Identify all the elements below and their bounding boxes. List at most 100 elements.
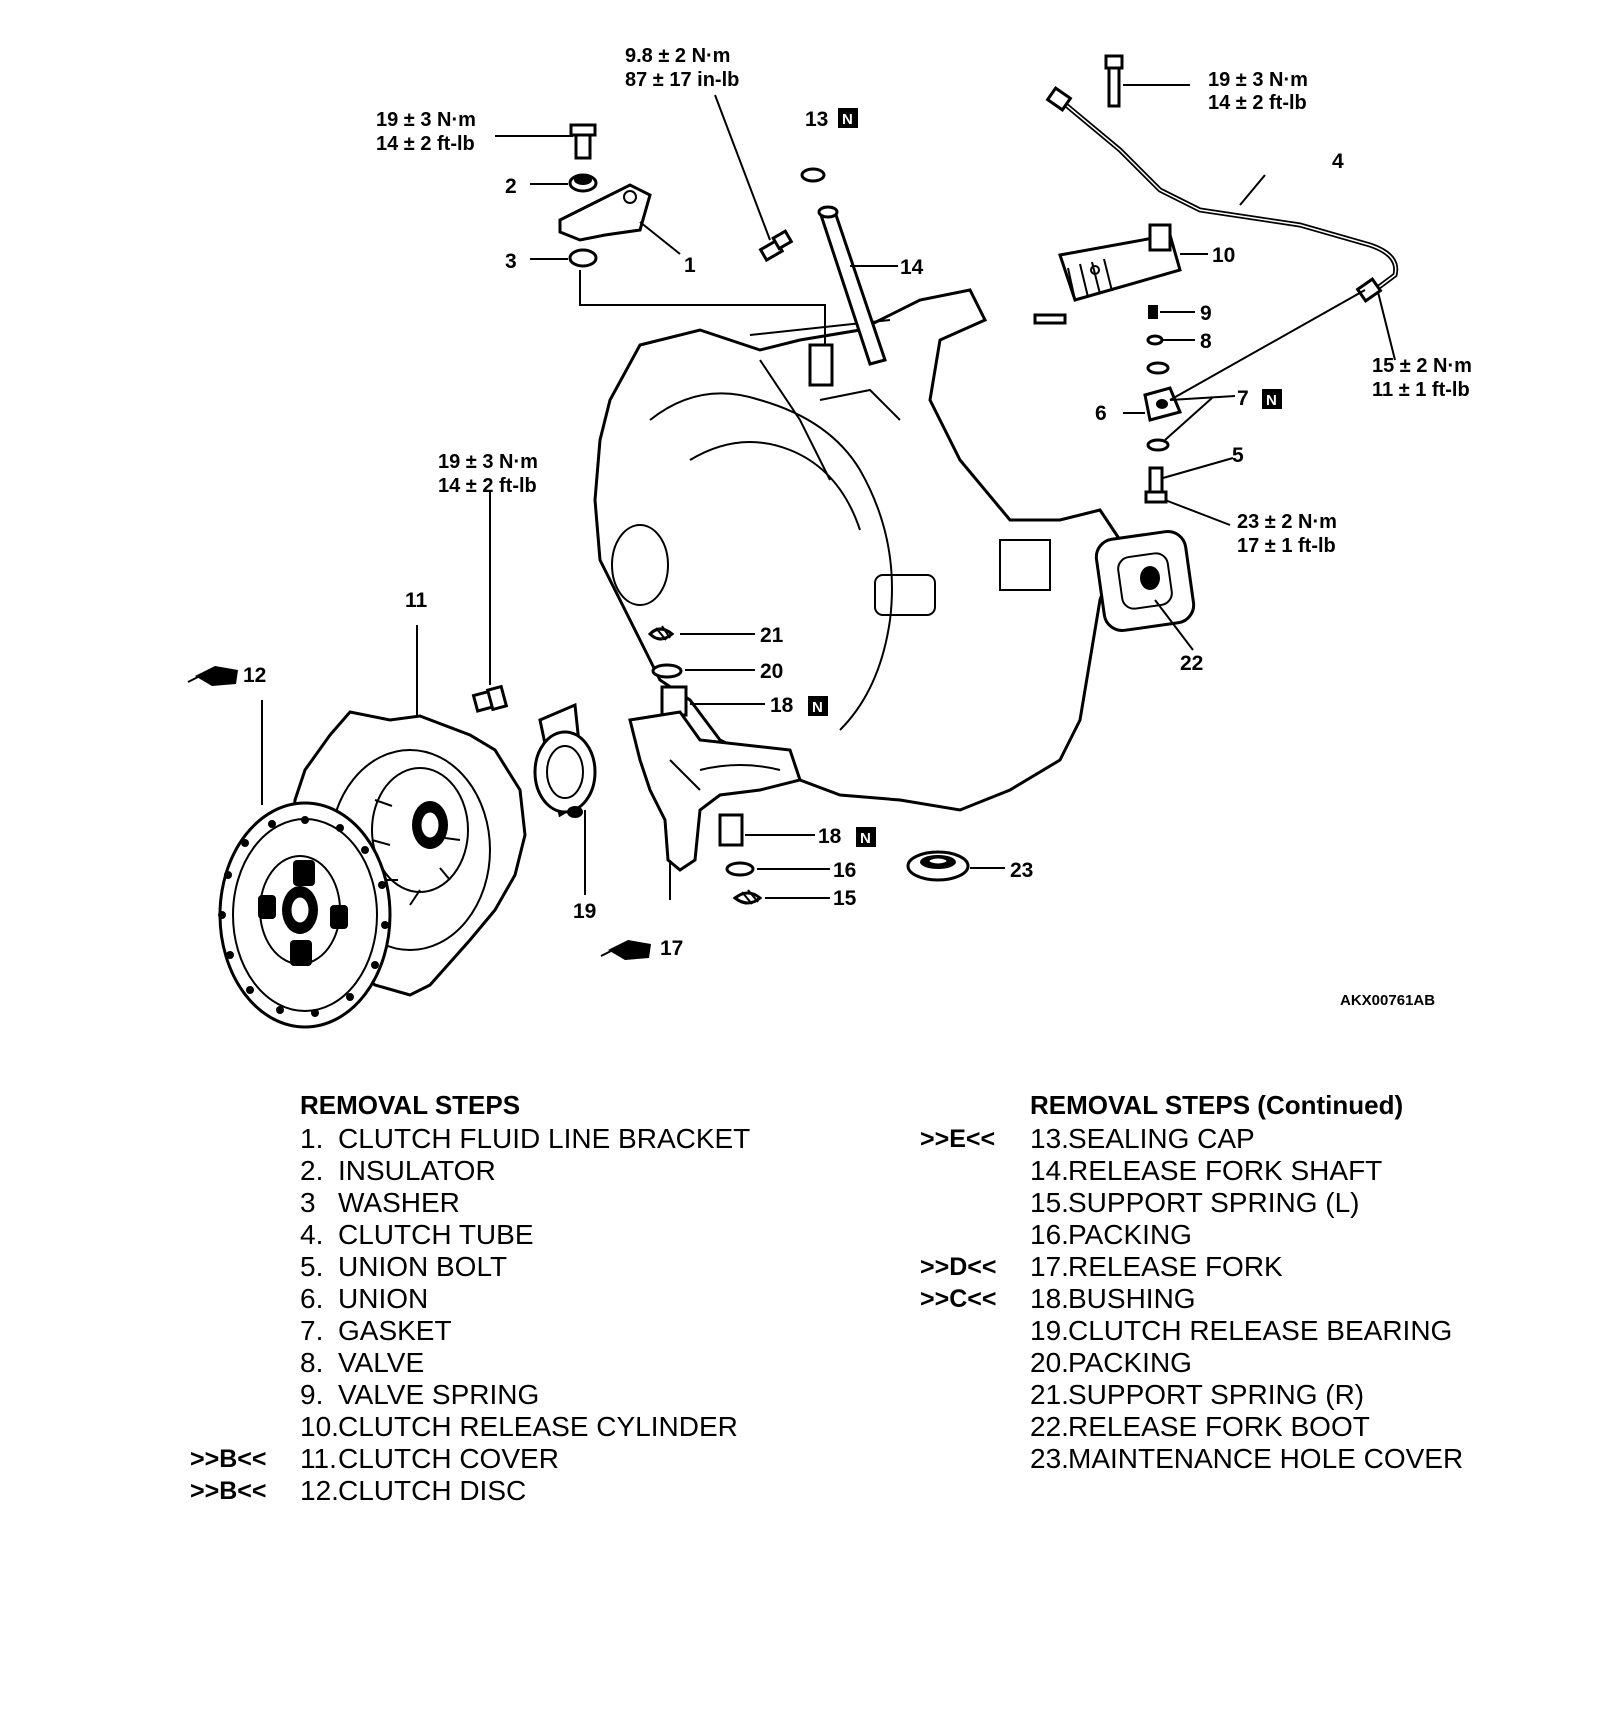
step-label: SUPPORT SPRING (L): [1068, 1187, 1360, 1218]
svg-text:19 ± 3 N·m: 19 ± 3 N·m: [1208, 69, 1308, 91]
step-number: 13.: [1030, 1123, 1069, 1154]
step-number: 6.: [300, 1283, 324, 1314]
removal-step-item: 19.CLUTCH RELEASE BEARING: [920, 1315, 1463, 1347]
step-marker: [190, 1155, 300, 1187]
removal-step-item: 22.RELEASE FORK BOOT: [920, 1411, 1463, 1443]
step-label: RELEASE FORK BOOT: [1068, 1411, 1370, 1442]
step-number: 12.: [300, 1475, 339, 1506]
svg-text:87 ± 17 in-lb: 87 ± 17 in-lb: [625, 69, 739, 91]
step-marker: [190, 1315, 300, 1347]
removal-step-item: 14.RELEASE FORK SHAFT: [920, 1155, 1463, 1187]
release-fork-shaft: [800, 167, 887, 366]
removal-step-item: >>D<<17.RELEASE FORK: [920, 1251, 1463, 1283]
svg-text:1: 1: [684, 254, 696, 277]
step-label: RELEASE FORK: [1068, 1251, 1283, 1282]
transaxle-housing: [593, 288, 1122, 812]
step-label: INSULATOR: [338, 1155, 496, 1186]
step-number: 16.: [1030, 1219, 1069, 1250]
clutch-tube: [1045, 86, 1399, 303]
maintenance-hole-cover: [906, 850, 970, 882]
step-label: WASHER: [338, 1187, 460, 1218]
svg-text:7: 7: [1237, 387, 1249, 410]
removal-step-item: 4. CLUTCH TUBE: [190, 1219, 750, 1251]
support-spring-r: [647, 625, 675, 641]
step-marker: [190, 1283, 300, 1315]
removal-step-item: 15.SUPPORT SPRING (L): [920, 1187, 1463, 1219]
callout-numbers: 1 2 3 4 5 6 7 8 9 10 11 12 13 14 15 16 1…: [243, 108, 1344, 960]
step-marker: >>C<<: [920, 1285, 997, 1313]
svg-text:3: 3: [505, 250, 517, 273]
removal-step-item: 1.CLUTCH FLUID LINE BRACKET: [190, 1123, 750, 1155]
svg-text:10: 10: [1212, 244, 1235, 267]
step-marker: [920, 1187, 1030, 1219]
bracket-bolt: [758, 229, 794, 263]
svg-text:19 ± 3 N·m: 19 ± 3 N·m: [438, 451, 538, 473]
svg-text:15 ± 2 N·m: 15 ± 2 N·m: [1372, 355, 1472, 377]
clutch-release-bearing: [533, 702, 597, 818]
grease-brush-icon: [187, 666, 238, 686]
support-spring-l: [732, 889, 763, 905]
step-number: 18.: [1030, 1283, 1069, 1314]
step-number: 11.: [300, 1443, 337, 1474]
svg-text:20: 20: [760, 660, 783, 683]
step-label: VALVE SPRING: [338, 1379, 540, 1410]
tube-bracket-bolt: [1104, 54, 1124, 108]
step-marker: [190, 1251, 300, 1283]
step-number: 14.: [1030, 1155, 1069, 1186]
svg-text:22: 22: [1180, 652, 1203, 675]
step-number: 9.: [300, 1379, 324, 1410]
removal-steps-right: REMOVAL STEPS (Continued) >>E<<13.SEALIN…: [920, 1090, 1463, 1475]
fluid-line-bracket: [558, 123, 652, 268]
step-label: SEALING CAP: [1068, 1123, 1255, 1154]
step-number: 8.: [300, 1347, 324, 1378]
svg-text:17 ± 1 ft-lb: 17 ± 1 ft-lb: [1237, 535, 1336, 557]
svg-text:17: 17: [660, 937, 683, 960]
step-label: UNION: [338, 1283, 429, 1314]
packing-16: [725, 861, 755, 877]
svg-text:14 ± 2 ft-lb: 14 ± 2 ft-lb: [376, 133, 475, 155]
step-number: 5.: [300, 1251, 324, 1282]
svg-text:N: N: [860, 830, 871, 847]
step-label: CLUTCH DISC: [338, 1475, 527, 1506]
svg-text:14 ± 2 ft-lb: 14 ± 2 ft-lb: [438, 475, 537, 497]
clutch-disc: [218, 801, 392, 1029]
removal-steps-left: REMOVAL STEPS 1.CLUTCH FLUID LINE BRACKE…: [190, 1090, 750, 1507]
new-part-marks: N N N N: [808, 108, 1282, 847]
removal-step-item: 5.UNION BOLT: [190, 1251, 750, 1283]
removal-step-item: 2.INSULATOR: [190, 1155, 750, 1187]
union-assembly: [1143, 361, 1183, 504]
valve-spring: [1148, 305, 1158, 319]
removal-step-item: 9. VALVE SPRING: [190, 1379, 750, 1411]
svg-text:18: 18: [818, 825, 842, 848]
valve: [1146, 334, 1164, 346]
step-marker: [920, 1315, 1030, 1347]
step-number: 4.: [300, 1219, 324, 1250]
step-marker: >>D<<: [920, 1253, 997, 1281]
step-marker: [190, 1219, 300, 1251]
clutch-release-cylinder: [1033, 223, 1182, 325]
step-label: CLUTCH RELEASE CYLINDER: [338, 1411, 738, 1442]
svg-text:9.8 ± 2 N·m: 9.8 ± 2 N·m: [625, 45, 730, 67]
svg-text:8: 8: [1200, 330, 1212, 353]
removal-step-item: 23.MAINTENANCE HOLE COVER: [920, 1443, 1463, 1475]
release-fork: [628, 710, 802, 872]
step-number: 15.: [1030, 1187, 1069, 1218]
step-label: CLUTCH TUBE: [338, 1219, 534, 1250]
removal-steps-heading-continued: REMOVAL STEPS (Continued): [1030, 1090, 1404, 1120]
svg-text:5: 5: [1232, 444, 1244, 467]
torque-labels: 9.8 ± 2 N·m 87 ± 17 in-lb 19 ± 3 N·m 14 …: [376, 45, 1472, 557]
svg-text:14 ± 2 ft-lb: 14 ± 2 ft-lb: [1208, 92, 1307, 114]
svg-text:11 ± 1 ft-lb: 11 ± 1 ft-lb: [1372, 379, 1470, 401]
svg-text:12: 12: [243, 664, 266, 687]
svg-text:11: 11: [405, 589, 428, 612]
svg-text:15: 15: [833, 887, 857, 910]
step-marker: [920, 1219, 1030, 1251]
step-number: 19.: [1030, 1315, 1069, 1346]
step-marker: [920, 1155, 1030, 1187]
removal-step-item: >>E<<13.SEALING CAP: [920, 1123, 1463, 1155]
step-number: 20.: [1030, 1347, 1069, 1378]
step-marker: [190, 1379, 300, 1411]
removal-step-item: 21.SUPPORT SPRING (R): [920, 1379, 1463, 1411]
